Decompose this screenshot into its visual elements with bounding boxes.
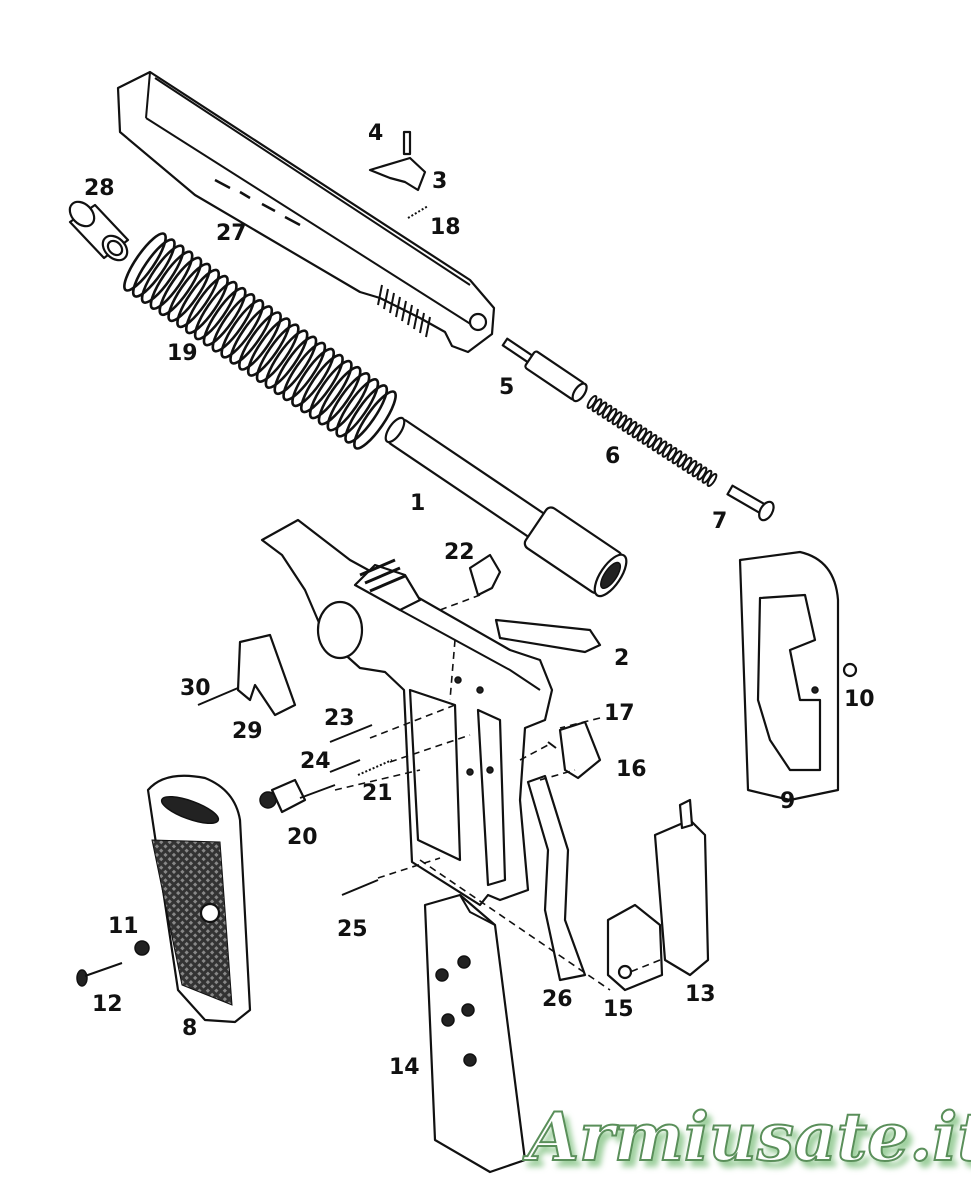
spring-coil: [229, 305, 274, 365]
spring-coil: [273, 335, 318, 396]
screw-part-12: [76, 962, 123, 987]
spring-coil: [246, 317, 291, 377]
label-26: 26: [542, 987, 573, 1012]
label-22: 22: [444, 540, 475, 565]
spring-coil: [344, 384, 389, 444]
spring-coil: [335, 378, 380, 438]
spring-coil: [238, 311, 282, 371]
trigger-part-29: [236, 633, 297, 717]
spring-coil: [282, 341, 327, 402]
firing-pin-part-5: [501, 337, 588, 403]
spring-coil: [308, 359, 353, 420]
label-17: 17: [604, 701, 635, 726]
slide-part-27: [116, 70, 496, 354]
pin-part-30: [197, 687, 239, 706]
firing-pin-spring-part-6: [586, 394, 718, 488]
label-3: 3: [432, 169, 447, 194]
bushing-part-28: [68, 200, 130, 262]
spring-part-18: [407, 205, 429, 219]
spring-coil: [317, 365, 362, 426]
label-6: 6: [605, 444, 620, 469]
part-13-tab: [678, 798, 694, 830]
part-15: [606, 903, 664, 992]
label-9: 9: [780, 789, 795, 814]
spring-coil: [264, 329, 309, 390]
label-24: 24: [300, 749, 331, 774]
label-28: 28: [84, 176, 115, 201]
label-2: 2: [614, 646, 629, 671]
spring-coil: [131, 238, 176, 298]
label-29: 29: [232, 719, 263, 744]
label-14: 14: [389, 1055, 420, 1080]
spring-coil: [326, 371, 371, 432]
spring-coil: [220, 299, 265, 359]
label-11: 11: [108, 914, 139, 939]
spring-coil: [202, 286, 247, 347]
label-5: 5: [499, 375, 514, 400]
label-7: 7: [712, 509, 727, 534]
watermark-logo: Armiusate.it: [522, 1098, 971, 1176]
spring-coil: [149, 250, 194, 311]
label-8: 8: [182, 1016, 197, 1041]
pin-part-24: [329, 759, 361, 773]
label-18: 18: [430, 215, 461, 240]
grip-panel-part-8: [146, 774, 252, 1024]
part-13: [653, 818, 710, 977]
label-13: 13: [685, 982, 716, 1007]
mainspring-part-26: [526, 774, 587, 982]
part-labels: 4 3 18 28 27 19 5 6 1 7 22 2 30 29 23 17…: [84, 121, 875, 1080]
spring-coil: [140, 244, 185, 304]
pin-part-23: [329, 724, 373, 743]
spring-coil: [211, 292, 256, 353]
screw-part-10: [842, 662, 858, 678]
spring-coil: [123, 232, 167, 292]
label-4: 4: [368, 121, 383, 146]
label-1: 1: [410, 491, 425, 516]
label-10: 10: [844, 687, 875, 712]
assembly-lines: [334, 594, 661, 991]
part-15-pin-hole: [617, 964, 633, 980]
label-25: 25: [337, 917, 368, 942]
label-16: 16: [616, 757, 647, 782]
grip-panel-part-9: [738, 550, 840, 802]
label-15: 15: [603, 997, 634, 1022]
spring-coil: [167, 262, 212, 323]
label-27: 27: [216, 221, 247, 246]
spring-coil: [706, 472, 718, 488]
spring-coil: [255, 323, 300, 383]
part-2: [494, 618, 602, 654]
spring-coil: [158, 256, 203, 317]
spring-coil: [291, 347, 336, 408]
pin-part-25: [341, 879, 379, 896]
frame: [260, 518, 554, 907]
pin-part-4: [402, 130, 412, 156]
spring-coil: [193, 280, 238, 341]
spring-guide-part-7: [726, 484, 775, 522]
barrel-part-1: [384, 416, 628, 598]
label-19: 19: [167, 341, 198, 366]
spring-coil: [184, 274, 229, 335]
label-30: 30: [180, 676, 211, 701]
label-20: 20: [287, 825, 318, 850]
label-21: 21: [362, 781, 393, 806]
spring-coil: [176, 268, 221, 329]
safety-part-20: [259, 778, 336, 814]
label-12: 12: [92, 992, 123, 1017]
recoil-spring-part-19: [123, 232, 397, 450]
part-16: [558, 720, 602, 780]
pin-part-17: [547, 741, 557, 749]
extractor-part-3: [368, 156, 427, 192]
spring-part-21: [357, 759, 393, 776]
label-23: 23: [324, 706, 355, 731]
magazine-part-14: [423, 893, 527, 1174]
nut-part-11: [134, 940, 150, 956]
spring-coil: [353, 390, 397, 450]
spring-coil: [299, 353, 344, 414]
part-22: [468, 553, 502, 597]
